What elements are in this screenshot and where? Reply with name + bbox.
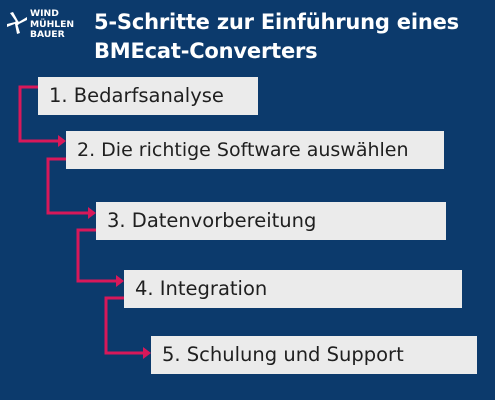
title-line-2: BMEcat-Converters — [94, 39, 318, 63]
connector-1-2 — [18, 85, 58, 143]
arrowhead-3 — [88, 207, 96, 219]
step-box-1: 1. Bedarfsanalyse — [38, 77, 258, 115]
page-title: 5-Schritte zur Einführung eines BMEcat-C… — [94, 8, 489, 66]
brand-logo: WIND MÜHLEN BAUER — [6, 8, 86, 42]
title-line-1: 5-Schritte zur Einführung eines — [94, 10, 459, 34]
connector-3-4 — [76, 228, 116, 283]
arrowhead-4 — [116, 275, 124, 287]
step-box-2: 2. Die richtige Software auswählen — [66, 131, 444, 169]
connector-2-3 — [46, 157, 88, 215]
step-box-5: 5. Schulung und Support — [151, 336, 477, 374]
logo-line-2: MÜHLEN — [30, 18, 75, 30]
logo-line-1: WIND — [30, 8, 59, 19]
arrowhead-5 — [143, 347, 151, 359]
logo-wordmark: WIND MÜHLEN BAUER — [30, 8, 75, 41]
step-box-3: 3. Datenvorbereitung — [96, 202, 446, 240]
connector-4-5 — [104, 296, 143, 355]
step-box-4: 4. Integration — [124, 270, 462, 308]
windmill-icon — [7, 12, 27, 34]
arrowhead-2 — [58, 135, 66, 147]
logo-line-3: BAUER — [30, 29, 65, 40]
